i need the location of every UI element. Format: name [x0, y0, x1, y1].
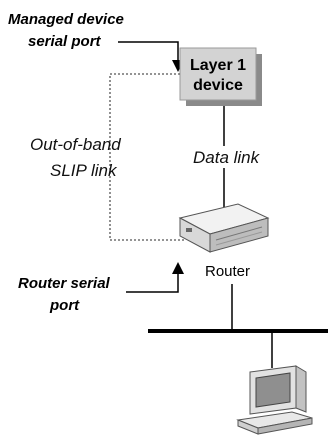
managed-port-callout-line — [118, 41, 179, 62]
data-link-label-bg — [190, 146, 262, 168]
layer1-device-label-line2: device — [193, 77, 243, 94]
managed-port-label-line2: serial port — [28, 33, 102, 50]
router-port-arrowhead — [172, 262, 184, 274]
router-port-label-line1: Router serial — [18, 275, 111, 292]
router-port-callout-line — [126, 272, 179, 293]
layer1-device-label-line1: Layer 1 — [190, 57, 246, 74]
managed-port-label-line1: Managed device — [8, 11, 124, 28]
router-port-label-line2: port — [49, 297, 80, 314]
workstation-icon — [236, 365, 313, 435]
data-link-label: Data link — [193, 148, 261, 167]
router-label: Router — [205, 263, 250, 280]
router-icon — [178, 203, 270, 253]
oob-label-line2: SLIP link — [50, 161, 118, 180]
layer1-device-box — [179, 47, 257, 101]
out-of-band-slip-link — [109, 73, 186, 241]
oob-label-line1: Out-of-band — [30, 135, 121, 154]
